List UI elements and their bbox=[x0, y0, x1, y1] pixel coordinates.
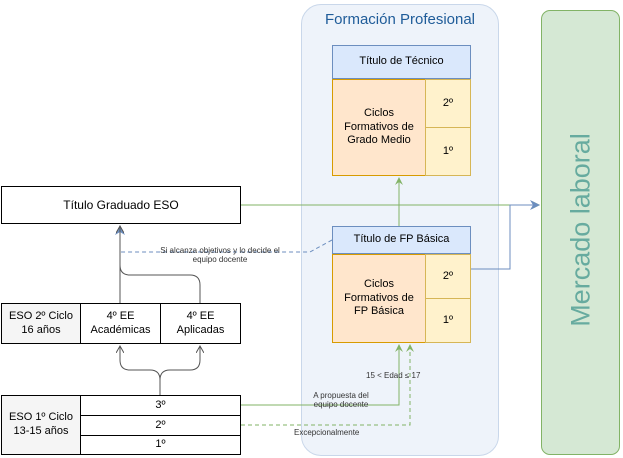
titulo-fp-basica: Título de FP Básica bbox=[332, 226, 471, 254]
line-eso3-to-aplicadas bbox=[159, 346, 200, 395]
fp-region-title: Formación Profesional bbox=[324, 11, 476, 28]
eso-2-ciclo-label: ESO 2º Ciclo 16 años bbox=[1, 303, 81, 344]
line-basica-to-mercado bbox=[471, 200, 540, 270]
fp-basica-year-1: 1º bbox=[425, 298, 471, 343]
grado-medio-year-1: 1º bbox=[425, 127, 471, 176]
line-eso3-to-basica bbox=[241, 344, 403, 406]
note-excepcionalmente: Excepcionalmente bbox=[294, 428, 360, 437]
note-edad: 15 < Edad ≤ 17 bbox=[366, 371, 421, 380]
mercado-laboral-box bbox=[541, 10, 620, 455]
4-ee-aplicadas: 4º EE Aplicadas bbox=[160, 303, 241, 344]
eso-1-ciclo-label: ESO 1º Ciclo 13-15 años bbox=[1, 395, 81, 455]
grado-medio-year-2: 2º bbox=[425, 79, 471, 128]
titulo-graduado-eso: Título Graduado ESO bbox=[1, 186, 241, 224]
note-propuesta: A propuesta del equipo docente bbox=[306, 391, 376, 409]
ciclos-grado-medio: Ciclos Formativos de Grado Medio bbox=[332, 79, 426, 176]
note-objetivos: Si alcanza objetivos y lo decide el equi… bbox=[160, 246, 280, 264]
line-eso3-to-academicas bbox=[120, 346, 161, 395]
line-eso2-to-basica bbox=[241, 344, 414, 426]
line-basica-to-graduado bbox=[115, 225, 333, 253]
ciclos-fp-basica: Ciclos Formativos de FP Básica bbox=[332, 254, 426, 343]
fp-basica-year-2: 2º bbox=[425, 254, 471, 299]
eso-year-1: 1º bbox=[80, 435, 241, 455]
note-objetivos-text: Si alcanza objetivos y lo decide el equi… bbox=[160, 246, 280, 265]
note-propuesta-text: A propuesta del equipo docente bbox=[313, 391, 369, 410]
line-aplicadas-to-graduado bbox=[119, 264, 201, 303]
titulo-tecnico: Título de Técnico bbox=[332, 45, 471, 79]
